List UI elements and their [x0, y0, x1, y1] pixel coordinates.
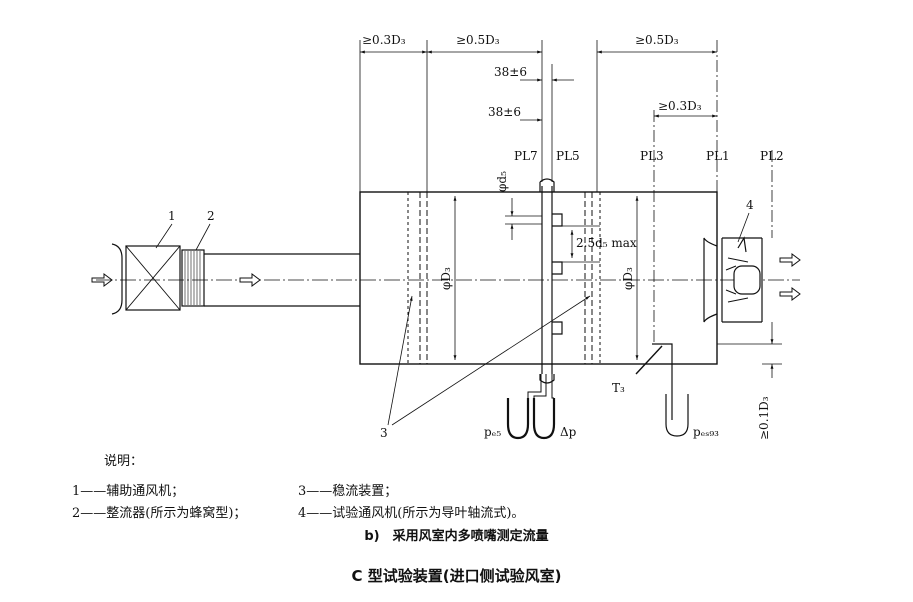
plane-pl2: PL2: [760, 149, 784, 163]
dim-label-4: 38±6: [494, 65, 527, 79]
nozzle-diameter-dimension: [505, 198, 542, 240]
legend-item-2: 2——整流器(所示为蜂窝型)；: [72, 506, 247, 521]
settling-screens: [407, 192, 601, 364]
plane-pl7: PL7: [514, 149, 538, 163]
subcaption: b) 采用风室内多喷嘴测定流量: [364, 529, 549, 544]
nozzle-spacing-label: 2.5d₅ max: [576, 236, 637, 250]
dim-label-6: ≥0.3D₃: [658, 99, 702, 113]
pesg3-label: pₑₛ₉₃: [693, 425, 719, 439]
temperature-sensor: [635, 345, 663, 375]
honeycomb-straightener: [181, 249, 205, 307]
manometer-pesg3: [652, 343, 689, 437]
pe5-label: pₑ₅: [484, 425, 501, 439]
item-2-label: 2: [207, 209, 215, 223]
phi-d3-label-a: φD₃: [439, 267, 453, 290]
top-dimensions: [360, 50, 717, 122]
item-1-label: 1: [168, 209, 176, 223]
nozzle-wall: [539, 178, 563, 384]
dim-label-8: ≥0.1D₃: [757, 396, 771, 440]
legend-item-1: 1——辅助通风机；: [72, 484, 185, 499]
plane-lines: [359, 40, 773, 344]
legend-title: 说明：: [104, 454, 144, 469]
legend-item-3: 3——稳流装置；: [298, 484, 398, 499]
manometer-pe5: [506, 398, 530, 440]
plane-pl5: PL5: [556, 149, 580, 163]
phi-d5-label: φd₅: [495, 171, 509, 192]
right-dimension: [717, 322, 782, 378]
legend-item-4: 4——试验通风机(所示为导叶轴流式)。: [298, 506, 525, 521]
t3-label: T₃: [612, 381, 625, 395]
manometer-delta-p: [532, 398, 556, 440]
flow-arrow: [91, 253, 801, 301]
figure-caption: C 型试验装置(进口侧试验风室): [351, 567, 562, 585]
test-chamber: [359, 191, 718, 365]
phi-d3-label-b: φD₃: [621, 267, 635, 290]
dim-label-3: ≥0.5D₃: [635, 33, 679, 47]
plane-pl1: PL1: [706, 149, 730, 163]
inlet-duct: [204, 253, 360, 307]
dim-label-2: ≥0.5D₃: [456, 33, 500, 47]
plane-pl3: PL3: [640, 149, 664, 163]
nozzle-spacing-dimension: [562, 225, 600, 263]
test-fan: [703, 236, 763, 323]
item-3-label: 3: [380, 426, 388, 440]
dim-label-5: 38±6: [488, 105, 521, 119]
auxiliary-fan: [111, 243, 181, 315]
test-rig-diagram: φD₃ φD₃ φd₅ 2.5d₅ max T₃ pₑₛ₉₃: [91, 33, 801, 440]
delta-p-label: Δp: [560, 425, 577, 439]
dim-label-1: ≥0.3D₃: [362, 33, 406, 47]
item-4-label: 4: [746, 198, 754, 212]
